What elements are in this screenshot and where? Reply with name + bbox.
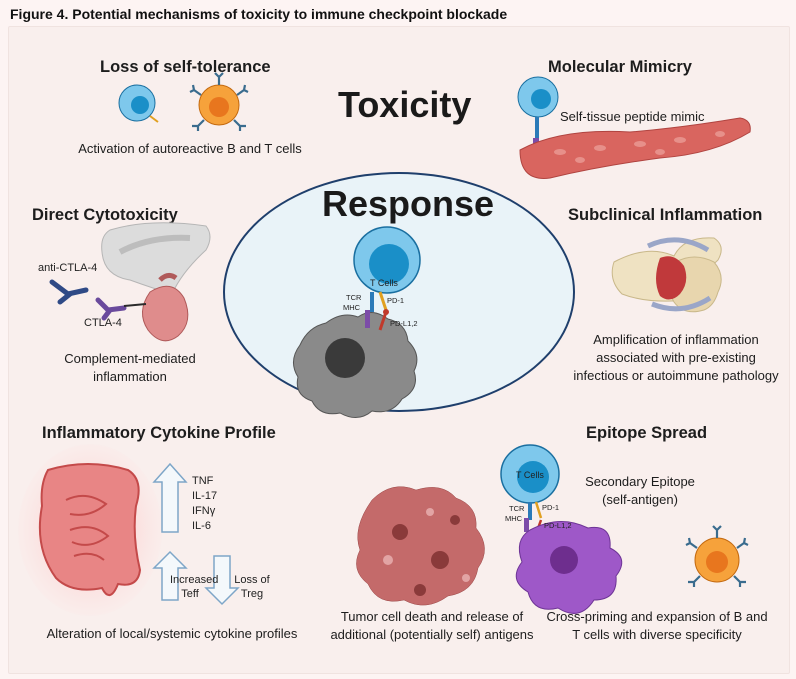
tumor-death-caption: Tumor cell death and release of addition…	[322, 608, 542, 644]
epitope-pd1-label: PD-1	[542, 503, 560, 512]
cytokine-list: TNF IL-17 IFNγ IL-6	[192, 474, 217, 534]
subclinical-heading: Subclinical Inflammation	[568, 206, 763, 224]
b-cell-antibodies	[189, 72, 249, 131]
cytokine-ifng: IFNγ	[192, 505, 216, 517]
response-t-cell-nucleus	[369, 244, 409, 284]
increased-label: Increased	[170, 574, 219, 586]
epitope-tcr-label: TCR	[509, 504, 525, 513]
subclinical-caption-line3: infectious or autoimmune pathology	[573, 368, 779, 383]
cytotoxicity-caption-line1: Complement-mediated	[64, 351, 196, 366]
secondary-epitope-line1: Secondary Epitope	[585, 474, 695, 489]
muscle-tissue	[519, 117, 751, 179]
treg-label: Treg	[240, 588, 264, 600]
anti-ctla4-antibody	[49, 279, 89, 305]
cytokine-caption: Alteration of local/systemic cytokine pr…	[46, 626, 298, 641]
figure-title: Figure 4. Potential mechanisms of toxici…	[10, 6, 508, 22]
tumor-death-line2: additional (potentially self) antigens	[330, 627, 534, 642]
cytotoxicity-heading: Direct Cytotoxicity	[32, 206, 178, 224]
cross-priming-caption: Cross-priming and expansion of B and T c…	[532, 608, 782, 644]
toxicity-title: Toxicity	[338, 84, 472, 125]
loss-of-label: Loss of	[234, 574, 270, 586]
teff-label: Teff	[181, 588, 199, 600]
cytokine-tnf: TNF	[192, 475, 214, 487]
self-tolerance-heading: Loss of self-tolerance	[100, 58, 271, 76]
tumor-death-line1: Tumor cell death and release of	[340, 609, 524, 624]
cross-priming-line2: T cells with diverse specificity	[572, 627, 742, 642]
subclinical-caption-line2: associated with pre-existing	[596, 350, 756, 365]
response-pdl1	[378, 311, 388, 331]
up-arrow-cytokines	[152, 462, 188, 533]
response-pd1-label: PD-1	[387, 296, 405, 305]
response-tumor-nucleus	[325, 338, 365, 378]
increased-teff-label: Increased Teff	[170, 573, 219, 601]
epitope-b-cell-antibodies	[685, 525, 749, 587]
epitope-mhc-label: MHC	[505, 514, 523, 523]
down-arrow-treg	[204, 555, 240, 606]
response-tcr	[370, 292, 374, 312]
epitope-pdl-label: PD-L1,2	[544, 521, 572, 530]
anti-ctla4-label: anti-CTLA-4	[38, 262, 98, 274]
response-t-cell-label: T Cells	[370, 278, 398, 288]
cross-priming-line1: Cross-priming and expansion of B and	[546, 609, 768, 624]
response-pdl-label: PD-L1,2	[390, 319, 418, 328]
subclinical-caption: Amplification of inflammation associated…	[570, 331, 782, 385]
mimicry-heading: Molecular Mimicry	[548, 58, 692, 76]
epitope-heading: Epitope Spread	[586, 424, 708, 442]
secondary-epitope-label: Secondary Epitope (self-antigen)	[570, 473, 710, 509]
response-mhc-label: MHC	[343, 303, 361, 312]
self-tolerance-caption: Activation of autoreactive B and T cells	[78, 141, 302, 156]
up-arrow-teff	[152, 550, 188, 601]
response-pd1	[378, 291, 388, 311]
ctla4-receptor	[95, 297, 127, 321]
intestine	[38, 463, 142, 596]
subclinical-caption-line1: Amplification of inflammation	[593, 332, 759, 347]
secondary-epitope-line2: (self-antigen)	[602, 492, 678, 507]
cytokine-il6: IL-6	[192, 520, 211, 532]
cytotoxicity-caption-line2: inflammation	[93, 369, 167, 384]
mimicry-caption: Self-tissue peptide mimic	[560, 109, 705, 124]
inflamed-joint-space	[656, 256, 687, 300]
response-tcr-label: TCR	[346, 293, 362, 302]
response-title: Response	[322, 183, 495, 224]
loss-treg-label: Loss of Treg	[232, 573, 272, 601]
cytokine-il17: IL-17	[192, 490, 218, 502]
epitope-t-cell-label: T Cells	[516, 470, 544, 480]
ctla4-label: CTLA-4	[84, 317, 122, 329]
pituitary-gland	[142, 285, 189, 342]
response-mhc	[365, 310, 370, 328]
cytokine-heading: Inflammatory Cytokine Profile	[42, 424, 276, 442]
cytotoxicity-caption: Complement-mediated inflammation	[40, 350, 220, 386]
